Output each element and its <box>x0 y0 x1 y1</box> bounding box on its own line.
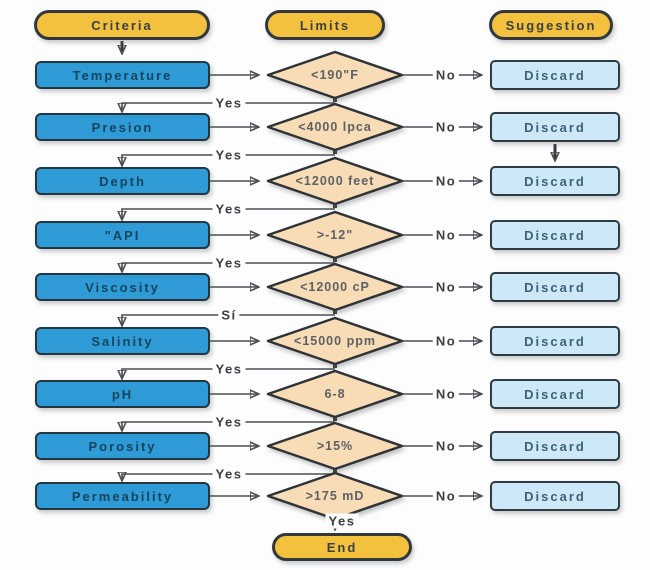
criteria-node-ph: pH <box>35 380 210 408</box>
yes-label: Yes <box>212 147 246 163</box>
discard-label: Discard <box>524 67 586 83</box>
discard-label: Discard <box>524 488 586 504</box>
discard-node-2: Discard <box>490 112 620 142</box>
criteria-label: "API <box>104 227 141 243</box>
limit-diamond-ph <box>266 369 404 419</box>
yes-label-final: Yes <box>325 513 359 529</box>
limit-diamond-api <box>266 210 404 260</box>
discard-label: Discard <box>524 227 586 243</box>
limit-diamond-presion <box>266 102 404 152</box>
yes-label: Yes <box>212 466 246 482</box>
criteria-label: Depth <box>99 173 146 189</box>
discard-node-7: Discard <box>490 379 620 409</box>
limit-label: 6-8 <box>324 387 346 401</box>
end-node: End <box>272 533 412 561</box>
end-label: End <box>326 539 358 555</box>
discard-label: Discard <box>524 438 586 454</box>
limit-label: <12000 cP <box>300 280 370 294</box>
limit-diamond-temperature <box>266 50 404 100</box>
yes-label: Yes <box>212 361 246 377</box>
yes-label: Yes <box>212 414 246 430</box>
criteria-node-porosity: Porosity <box>35 432 210 460</box>
discard-label: Discard <box>524 333 586 349</box>
criteria-label: Presion <box>91 119 154 135</box>
criteria-label: Salinity <box>91 333 154 349</box>
limit-diamond-permeability <box>266 471 404 521</box>
no-label: No <box>432 279 460 295</box>
criteria-node-permeability: Permeability <box>35 482 210 510</box>
limit-label: <12000 feet <box>295 174 375 188</box>
criteria-label: Permeability <box>71 488 174 504</box>
no-label: No <box>432 119 460 135</box>
header-limits-label: Limits <box>299 17 351 33</box>
discard-node-4: Discard <box>490 220 620 250</box>
criteria-node-depth: Depth <box>35 167 210 195</box>
discard-label: Discard <box>524 386 586 402</box>
yes-label: Sí <box>218 307 240 323</box>
no-label: No <box>432 386 460 402</box>
no-label: No <box>432 488 460 504</box>
discard-node-6: Discard <box>490 326 620 356</box>
no-label: No <box>432 333 460 349</box>
discard-node-9: Discard <box>490 481 620 511</box>
no-label: No <box>432 438 460 454</box>
discard-node-3: Discard <box>490 166 620 196</box>
limit-label: >175 mD <box>305 489 365 503</box>
criteria-label: pH <box>111 386 134 402</box>
discard-node-1: Discard <box>490 60 620 90</box>
discard-node-5: Discard <box>490 272 620 302</box>
header-suggestion-label: Suggestion <box>505 17 597 33</box>
limit-label: >-12" <box>316 228 354 242</box>
discard-node-8: Discard <box>490 431 620 461</box>
header-criteria-label: Criteria <box>91 17 153 33</box>
limit-label: <15000 ppm <box>294 334 376 348</box>
no-label: No <box>432 227 460 243</box>
criteria-node-presion: Presion <box>35 113 210 141</box>
criteria-label: Viscosity <box>85 279 160 295</box>
yes-label: Yes <box>212 255 246 271</box>
criteria-node-temperature: Temperature <box>35 61 210 89</box>
limit-diamond-viscosity <box>266 262 404 312</box>
header-suggestion: Suggestion <box>489 10 613 40</box>
yes-label: Yes <box>212 95 246 111</box>
no-label: No <box>432 173 460 189</box>
criteria-node-api: "API <box>35 221 210 249</box>
header-limits: Limits <box>265 10 385 40</box>
criteria-node-viscosity: Viscosity <box>35 273 210 301</box>
discard-label: Discard <box>524 173 586 189</box>
limit-diamond-porosity <box>266 421 404 471</box>
limit-diamond-salinity <box>266 316 404 366</box>
discard-label: Discard <box>524 119 586 135</box>
limit-diamond-depth <box>266 156 404 206</box>
yes-label: Yes <box>212 201 246 217</box>
header-criteria: Criteria <box>34 10 210 40</box>
no-label: No <box>432 67 460 83</box>
limit-label: >15% <box>316 439 354 453</box>
criteria-node-salinity: Salinity <box>35 327 210 355</box>
limit-label: <190"F <box>311 68 359 82</box>
criteria-label: Temperature <box>72 67 173 83</box>
discard-label: Discard <box>524 279 586 295</box>
limit-label: <4000 lpca <box>298 120 372 134</box>
criteria-label: Porosity <box>88 438 157 454</box>
